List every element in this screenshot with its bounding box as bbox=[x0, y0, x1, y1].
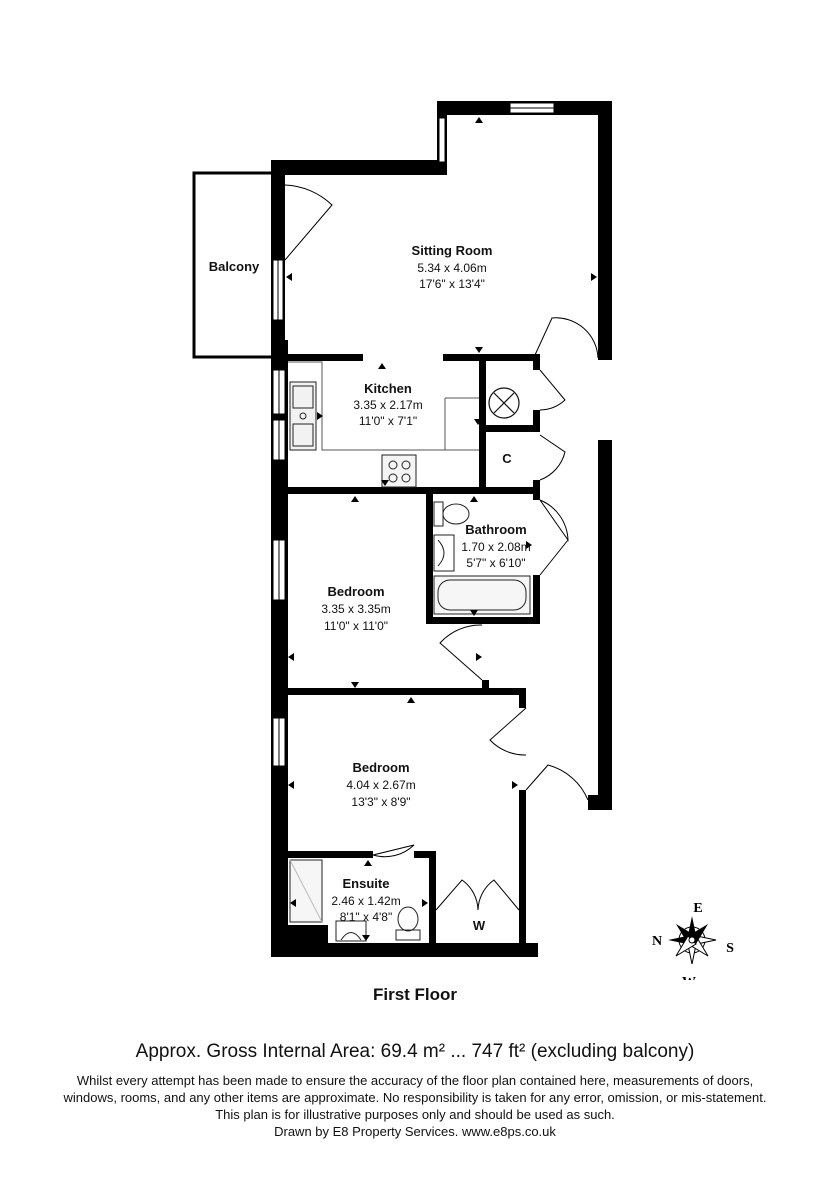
disclaimer: Whilst every attempt has been made to en… bbox=[15, 1072, 815, 1140]
room-cupboard: C bbox=[502, 451, 512, 466]
floor-plan: Sitting Room 5.34 x 4.06m 17'6" x 13'4" … bbox=[192, 101, 734, 980]
doors bbox=[284, 184, 599, 911]
bathroom-imperial: 5'7" x 6'10" bbox=[466, 556, 525, 570]
kitchen-metric: 3.35 x 2.17m bbox=[353, 398, 422, 412]
room-ensuite: Ensuite 2.46 x 1.42m 8'1" x 4'8" bbox=[331, 876, 400, 924]
room-bedroom2: Bedroom 4.04 x 2.67m 13'3" x 8'9" bbox=[346, 760, 415, 809]
kitchen-sink bbox=[289, 381, 317, 451]
bedroom2-imperial: 13'3" x 8'9" bbox=[351, 795, 410, 809]
kitchen-worktop bbox=[288, 361, 479, 451]
bathroom-metric: 1.70 x 2.08m bbox=[461, 540, 530, 554]
ensuite-fixtures bbox=[289, 859, 421, 942]
bedroom1-name: Bedroom bbox=[327, 584, 384, 599]
compass: E N S W bbox=[652, 901, 734, 980]
boiler-icon bbox=[488, 387, 520, 419]
room-balcony: Balcony bbox=[209, 259, 260, 274]
window-bedroom1 bbox=[272, 539, 286, 601]
cupboard-name: C bbox=[502, 451, 512, 466]
balcony-outline bbox=[192, 171, 272, 359]
wardrobe-name: W bbox=[473, 918, 486, 933]
dimension-arrows bbox=[286, 117, 597, 941]
window-kitchen bbox=[272, 369, 286, 461]
kitchen-name: Kitchen bbox=[364, 381, 412, 396]
compass-e: E bbox=[693, 901, 702, 916]
room-bedroom1: Bedroom 3.35 x 3.35m 11'0" x 11'0" bbox=[321, 584, 390, 633]
disclaimer-line: This plan is for illustrative purposes o… bbox=[215, 1107, 615, 1122]
bedroom1-imperial: 11'0" x 11'0" bbox=[324, 619, 388, 633]
floor-title: First Floor bbox=[372, 985, 458, 1004]
sitting-imperial: 17'6" x 13'4" bbox=[419, 277, 485, 291]
room-bathroom: Bathroom 1.70 x 2.08m 5'7" x 6'10" bbox=[461, 522, 530, 570]
gross-area: Approx. Gross Internal Area: 69.4 m² ...… bbox=[135, 1041, 695, 1062]
bedroom2-metric: 4.04 x 2.67m bbox=[346, 778, 415, 792]
ensuite-name: Ensuite bbox=[343, 876, 390, 891]
credit-line: Drawn by E8 Property Services. www.e8ps.… bbox=[274, 1124, 556, 1139]
bathroom-name: Bathroom bbox=[465, 522, 526, 537]
window-bedroom2 bbox=[272, 717, 286, 767]
balcony-name: Balcony bbox=[209, 259, 260, 274]
window-top bbox=[509, 102, 555, 114]
window-balcony-door bbox=[272, 259, 284, 321]
kitchen-imperial: 11'0" x 7'1" bbox=[359, 414, 417, 428]
bedroom1-metric: 3.35 x 3.35m bbox=[321, 602, 390, 616]
room-labels: Sitting Room 5.34 x 4.06m 17'6" x 13'4" … bbox=[209, 243, 531, 933]
ensuite-metric: 2.46 x 1.42m bbox=[331, 894, 400, 908]
bathroom-fixtures bbox=[433, 501, 531, 615]
windows bbox=[272, 102, 555, 767]
room-sitting: Sitting Room 5.34 x 4.06m 17'6" x 13'4" bbox=[412, 243, 493, 291]
walls bbox=[271, 101, 612, 957]
window-bay bbox=[438, 117, 446, 163]
compass-s: S bbox=[726, 941, 734, 956]
bedroom2-name: Bedroom bbox=[352, 760, 409, 775]
compass-n: N bbox=[652, 934, 662, 949]
disclaimer-line: windows, rooms, and any other items are … bbox=[63, 1090, 767, 1105]
compass-w: W bbox=[682, 975, 696, 980]
disclaimer-line: Whilst every attempt has been made to en… bbox=[76, 1073, 754, 1088]
sitting-metric: 5.34 x 4.06m bbox=[417, 261, 486, 275]
sitting-name: Sitting Room bbox=[412, 243, 493, 258]
ensuite-imperial: 8'1" x 4'8" bbox=[340, 910, 392, 924]
room-wardrobe: W bbox=[473, 918, 486, 933]
room-kitchen: Kitchen 3.35 x 2.17m 11'0" x 7'1" bbox=[353, 381, 422, 428]
